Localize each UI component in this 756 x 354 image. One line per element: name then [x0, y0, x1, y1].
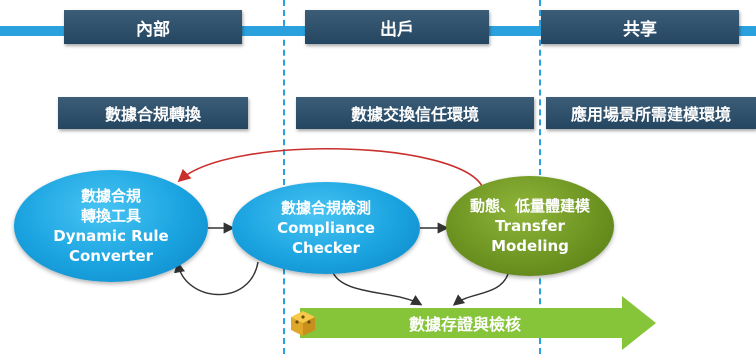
- node-modeling-line3: Modeling: [491, 237, 569, 255]
- arrow-checker-to-converter: [174, 261, 259, 296]
- header-shared: 共享: [541, 10, 739, 44]
- header-outbound: 出戶: [305, 10, 489, 44]
- subheader-exchange-trust-label: 數據交換信任環境: [350, 105, 479, 124]
- blockchain-cube-icon: [291, 311, 315, 336]
- node-converter-line2: 轉換工具: [80, 207, 141, 225]
- zone-divider-left: [283, 0, 285, 354]
- subheader-rule-conversion: 數據合規轉換: [58, 97, 248, 129]
- bottom-arrow: 數據存證與檢核: [330, 306, 600, 340]
- node-modeling: 動態、低量體建模 Transfer Modeling: [446, 176, 614, 276]
- node-checker: 數據合規檢測 Compliance Checker: [232, 182, 420, 274]
- header-shared-label: 共享: [623, 19, 657, 40]
- subheader-scenario-modeling: 應用場景所需建模環境: [546, 97, 756, 129]
- node-converter-line3: Dynamic Rule: [53, 227, 169, 245]
- node-checker-line2: Compliance: [277, 219, 375, 237]
- feedback-arrow-red: [177, 147, 483, 187]
- header-internal: 內部: [64, 10, 242, 44]
- node-converter-line4: Converter: [68, 247, 154, 265]
- subheader-rule-conversion-label: 數據合規轉換: [104, 105, 201, 124]
- header-internal-label: 內部: [136, 19, 170, 40]
- node-converter-line1: 數據合規: [80, 187, 141, 205]
- subheader-exchange-trust: 數據交換信任環境: [296, 97, 534, 129]
- node-modeling-line2: Transfer: [495, 217, 565, 235]
- arrow-modeling-to-bottom: [452, 273, 509, 306]
- node-checker-line3: Checker: [292, 239, 360, 257]
- bottom-arrow-label: 數據存證與檢核: [408, 315, 521, 334]
- node-converter: 數據合規 轉換工具 Dynamic Rule Converter: [14, 170, 208, 282]
- subheader-scenario-modeling-label: 應用場景所需建模環境: [570, 105, 731, 124]
- node-modeling-line1: 動態、低量體建模: [469, 197, 590, 215]
- arrow-checker-to-bottom: [331, 269, 423, 306]
- node-checker-line1: 數據合規檢測: [280, 199, 371, 217]
- header-outbound-label: 出戶: [380, 19, 414, 40]
- bottom-arrow-shape: [300, 296, 656, 350]
